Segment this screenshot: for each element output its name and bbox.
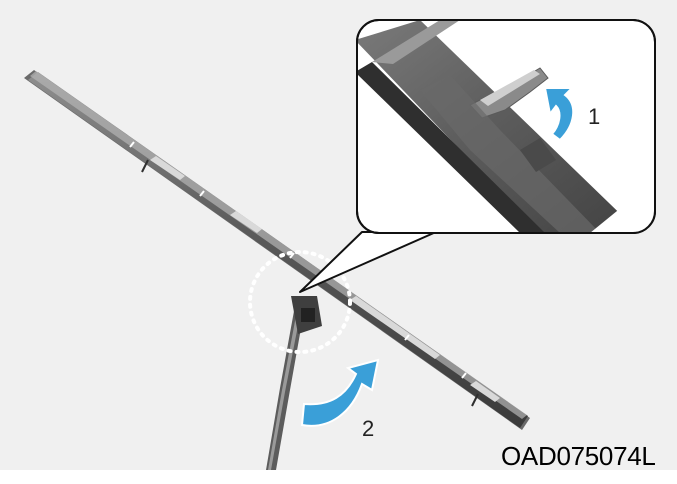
curved-arrow-up-icon	[543, 87, 575, 142]
wiper-blade	[24, 70, 530, 430]
wiper-arm	[266, 296, 322, 470]
callout-pointer	[299, 231, 437, 293]
curved-arrow-right-icon	[300, 358, 380, 427]
step-2-label: 2	[362, 416, 375, 441]
step-1-label: 1	[588, 104, 601, 129]
illustration-canvas	[24, 19, 656, 470]
detail-inset	[356, 19, 656, 234]
wiper-blade-illustration: 1 2	[0, 0, 677, 470]
detail-highlight-circle	[248, 250, 352, 354]
figure-code: OAD075074L	[501, 441, 656, 471]
